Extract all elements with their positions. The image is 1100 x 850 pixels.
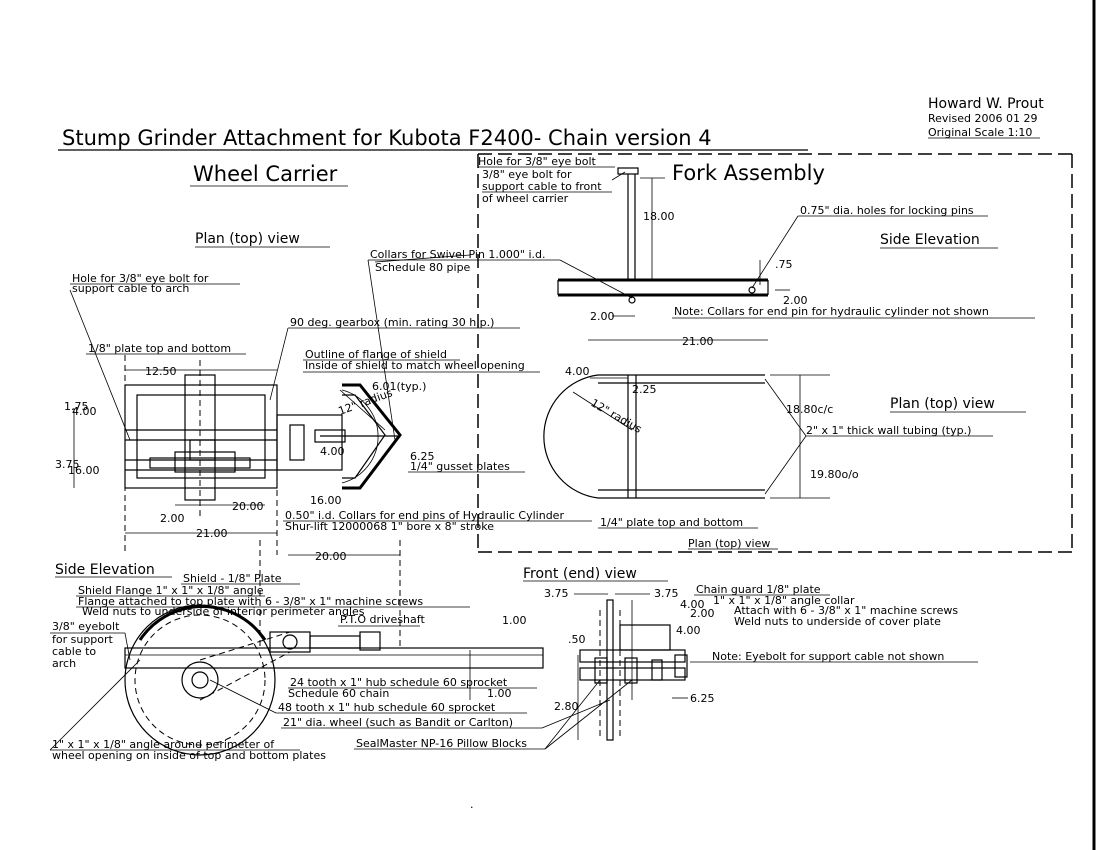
fork-side-elevation: 18.00 .75 2.00 2.00 [557, 167, 808, 323]
svg-text:Hole for 3/8" eye bolt for: Hole for 3/8" eye bolt for [72, 272, 209, 285]
scale-text: Original Scale 1:10 [928, 126, 1032, 139]
svg-text:1.00: 1.00 [502, 614, 527, 627]
svg-text:SealMaster NP-16 Pillow Blocks: SealMaster NP-16 Pillow Blocks [356, 737, 527, 750]
svg-text:4.00: 4.00 [320, 445, 345, 458]
svg-text:Chain guard 1/8" plate: Chain guard 1/8" plate [696, 583, 821, 596]
svg-text:2.00: 2.00 [783, 294, 808, 307]
note-collars: Note: Collars for end pin for hydraulic … [674, 305, 989, 318]
stray-mark: . [470, 798, 474, 811]
svg-text:1/8" plate top and bottom: 1/8" plate top and bottom [88, 342, 231, 355]
svg-text:Outline of flange of shield: Outline of flange of shield [305, 348, 447, 361]
svg-text:cable to: cable to [52, 645, 96, 658]
svg-text:for support: for support [52, 633, 114, 646]
svg-text:48 tooth x 1" hub schedule 60: 48 tooth x 1" hub schedule 60 sprocket [278, 701, 496, 714]
svg-text:3.75: 3.75 [55, 458, 80, 471]
svg-text:16.00: 16.00 [68, 464, 100, 477]
fork-plan-view-label2: Plan (top) view [688, 537, 770, 550]
svg-text:Weld nuts to underside of inte: Weld nuts to underside of interior perim… [82, 605, 365, 618]
fork-assembly-heading: Fork Assembly [672, 161, 825, 185]
svg-text:12.50: 12.50 [145, 365, 177, 378]
svg-text:90 deg. gearbox (min. rating 3: 90 deg. gearbox (min. rating 30 h.p.) [290, 316, 494, 329]
svg-text:18.00: 18.00 [643, 210, 675, 223]
svg-text:Schedule 80 pipe: Schedule 80 pipe [375, 261, 471, 274]
wc-plan-view-label: Plan (top) view [195, 231, 300, 247]
svg-text:4.00: 4.00 [676, 624, 701, 637]
svg-text:20.00: 20.00 [232, 500, 264, 513]
svg-text:6.25: 6.25 [690, 692, 715, 705]
svg-text:1.00: 1.00 [487, 687, 512, 700]
svg-text:4.00: 4.00 [680, 598, 705, 611]
svg-text:1/4" gusset plates: 1/4" gusset plates [410, 460, 510, 473]
front-view-geometry [541, 599, 688, 750]
svg-text:wheel opening on inside of top: wheel opening on inside of top and botto… [52, 749, 326, 762]
svg-text:.50: .50 [568, 633, 586, 646]
holes-locking-label: 0.75" dia. holes for locking pins [800, 204, 974, 217]
front-view-labels: 3.75 3.75 Chain guard 1/8" plate 1" x 1"… [544, 583, 978, 713]
svg-text:19.80o/o: 19.80o/o [810, 468, 859, 481]
svg-text:21.00: 21.00 [682, 335, 714, 348]
wc-plan-labels: Hole for 3/8" eye bolt for support cable… [69, 248, 633, 533]
svg-text:3.75: 3.75 [654, 587, 679, 600]
svg-text:21" dia. wheel (such as Bandit: 21" dia. wheel (such as Bandit or Carlto… [283, 716, 513, 729]
svg-text:2.80: 2.80 [554, 700, 579, 713]
svg-text:18.80c/c: 18.80c/c [786, 403, 833, 416]
svg-text:21.00: 21.00 [196, 527, 228, 540]
svg-text:Schedule 60 chain: Schedule 60 chain [288, 687, 389, 700]
fork-eyebolt-labels: Hole for 3/8" eye bolt 3/8" eye bolt for… [478, 155, 626, 205]
svg-text:2.25: 2.25 [632, 383, 657, 396]
revised-text: Revised 2006 01 29 [928, 112, 1037, 125]
svg-text:6.25: 6.25 [410, 450, 435, 463]
svg-text:support cable to front: support cable to front [482, 180, 602, 193]
drawing-title: Stump Grinder Attachment for Kubota F240… [62, 126, 712, 150]
wc-plan-view: 12" radius [124, 360, 402, 520]
svg-text:support cable to arch: support cable to arch [72, 282, 189, 295]
svg-text:Inside of shield to match whee: Inside of shield to match wheel opening [305, 359, 525, 372]
fork-assembly-frame [477, 153, 1073, 553]
svg-text:arch: arch [52, 657, 76, 670]
wc-side-labels: Shield Flange 1" x 1" x 1/8" angle Shiel… [49, 572, 545, 762]
svg-text:1" x 1" x 1/8" angle around pe: 1" x 1" x 1/8" angle around perimeter of [52, 738, 275, 751]
svg-text:3/8" eye bolt for: 3/8" eye bolt for [482, 168, 572, 181]
svg-text:4.00: 4.00 [565, 365, 590, 378]
svg-text:Hole for 3/8" eye bolt: Hole for 3/8" eye bolt [478, 155, 597, 168]
svg-text:6.01(typ.): 6.01(typ.) [372, 380, 426, 393]
svg-text:of wheel carrier: of wheel carrier [482, 192, 569, 205]
svg-text:Attach with 6 - 3/8" x 1" mach: Attach with 6 - 3/8" x 1" machine screws [734, 604, 958, 617]
svg-text:P.T.O driveshaft: P.T.O driveshaft [340, 613, 425, 626]
svg-text:4.00: 4.00 [72, 405, 97, 418]
fork-plan-view-label: Plan (top) view [890, 396, 995, 412]
svg-text:Note: Eyebolt for support cabl: Note: Eyebolt for support cable not show… [712, 650, 944, 663]
svg-text:3/8" eyebolt: 3/8" eyebolt [52, 620, 120, 633]
svg-text:16.00: 16.00 [310, 494, 342, 507]
svg-text:Flange attached to top plate w: Flange attached to top plate with 6 - 3/… [78, 595, 423, 608]
svg-text:0.50" i.d. Collars for end pin: 0.50" i.d. Collars for end pins of Hydra… [285, 509, 564, 522]
svg-text:3.75: 3.75 [544, 587, 569, 600]
svg-text:Weld nuts to underside of cove: Weld nuts to underside of cover plate [734, 615, 941, 628]
svg-text:2.00: 2.00 [690, 607, 715, 620]
svg-text:Collars for Swivel Pin 1.000": Collars for Swivel Pin 1.000" i.d. [370, 248, 546, 261]
title-block: Howard W. Prout Revised 2006 01 29 Origi… [928, 96, 1044, 139]
wc-plan-dims: 12.50 1.75 4.00 3.75 16.00 20.00 2.00 21… [55, 355, 435, 563]
front-view-label: Front (end) view [523, 566, 637, 582]
svg-text:.75: .75 [775, 258, 793, 271]
svg-text:1" x 1" x 1/8" angle collar: 1" x 1" x 1/8" angle collar [713, 594, 855, 607]
svg-text:Shur-lift 12000068 1" bore x 8: Shur-lift 12000068 1" bore x 8" stroke [285, 520, 494, 533]
author-text: Howard W. Prout [928, 96, 1044, 112]
svg-text:20.00: 20.00 [315, 550, 347, 563]
tubing-label: 2" x 1" thick wall tubing (typ.) [806, 424, 971, 437]
svg-text:2.00: 2.00 [590, 310, 615, 323]
svg-text:Shield Flange 1" x 1" x 1/8" a: Shield Flange 1" x 1" x 1/8" angle [78, 584, 264, 597]
svg-text:24 tooth x 1" hub schedule 60: 24 tooth x 1" hub schedule 60 sprocket [290, 676, 508, 689]
wc-side-elevation-label: Side Elevation [55, 562, 155, 578]
svg-text:1.75: 1.75 [64, 400, 89, 413]
fork-plate-label: 1/4" plate top and bottom [600, 516, 743, 529]
svg-text:Shield - 1/8" Plate: Shield - 1/8" Plate [183, 572, 282, 585]
wheel-carrier-heading: Wheel Carrier [193, 162, 338, 186]
svg-text:2.00: 2.00 [160, 512, 185, 525]
fork-side-elevation-label: Side Elevation [880, 232, 980, 248]
fork-plan-view: 21.00 12" radius 4.00 2.25 18.80c/c 19.8… [543, 335, 859, 499]
wc-side-geometry: 1.00 1.00 [124, 540, 544, 756]
